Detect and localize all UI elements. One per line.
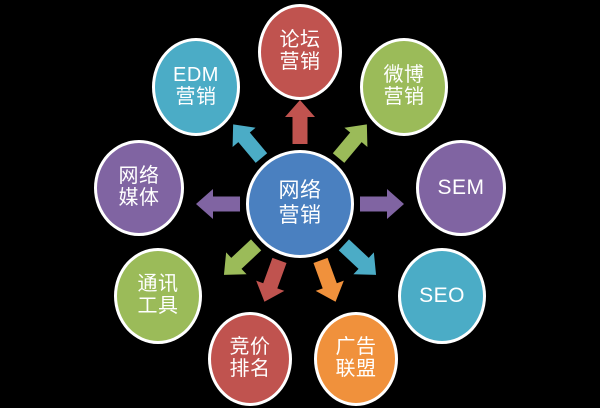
node-label-line: EDM bbox=[173, 64, 219, 87]
node-web-media[interactable]: 网络媒体 bbox=[94, 140, 184, 236]
node-label-line: 排名 bbox=[229, 358, 271, 380]
arrow-glyph bbox=[360, 189, 404, 219]
node-label-line: 通讯 bbox=[137, 273, 179, 296]
node-label-line: 营销 bbox=[175, 86, 217, 108]
center-node-label-line-1: 网络 bbox=[278, 179, 322, 203]
arrow-glyph bbox=[285, 100, 315, 144]
center-node-network-marketing[interactable]: 网络 营销 bbox=[246, 150, 354, 258]
node-seo[interactable]: SEO bbox=[398, 248, 486, 344]
arrow-glyph bbox=[214, 234, 267, 286]
arrow-glyph bbox=[334, 234, 387, 286]
node-label-line: 论坛 bbox=[279, 29, 321, 52]
node-label-line: 广告 bbox=[335, 336, 377, 359]
node-ad-alliance[interactable]: 广告联盟 bbox=[314, 312, 398, 406]
arrow-glyph bbox=[306, 255, 349, 307]
node-label-line: 网络 bbox=[118, 165, 160, 188]
node-label-line: 微博 bbox=[383, 64, 425, 87]
arrow-glyph bbox=[250, 255, 293, 307]
node-label-line: SEM bbox=[437, 175, 485, 199]
node-label-line: SEO bbox=[419, 283, 465, 307]
arrow-glyph bbox=[327, 115, 378, 168]
node-forum-marketing[interactable]: 论坛营销 bbox=[258, 4, 342, 100]
center-node-label-line-2: 营销 bbox=[278, 204, 322, 227]
node-im-tools[interactable]: 通讯工具 bbox=[114, 248, 202, 344]
node-label-line: 竞价 bbox=[229, 336, 271, 359]
node-label-line: 联盟 bbox=[335, 358, 377, 380]
node-label-line: 营销 bbox=[279, 51, 321, 73]
arrow-glyph bbox=[196, 189, 240, 219]
node-paid-ranking[interactable]: 竞价排名 bbox=[208, 312, 292, 406]
node-label-line: 营销 bbox=[383, 86, 425, 108]
node-label-line: 媒体 bbox=[118, 187, 160, 209]
node-sem[interactable]: SEM bbox=[416, 140, 506, 236]
arrow-glyph bbox=[222, 115, 273, 168]
node-label-line: 工具 bbox=[137, 295, 179, 317]
node-weibo-marketing[interactable]: 微博营销 bbox=[360, 38, 448, 136]
